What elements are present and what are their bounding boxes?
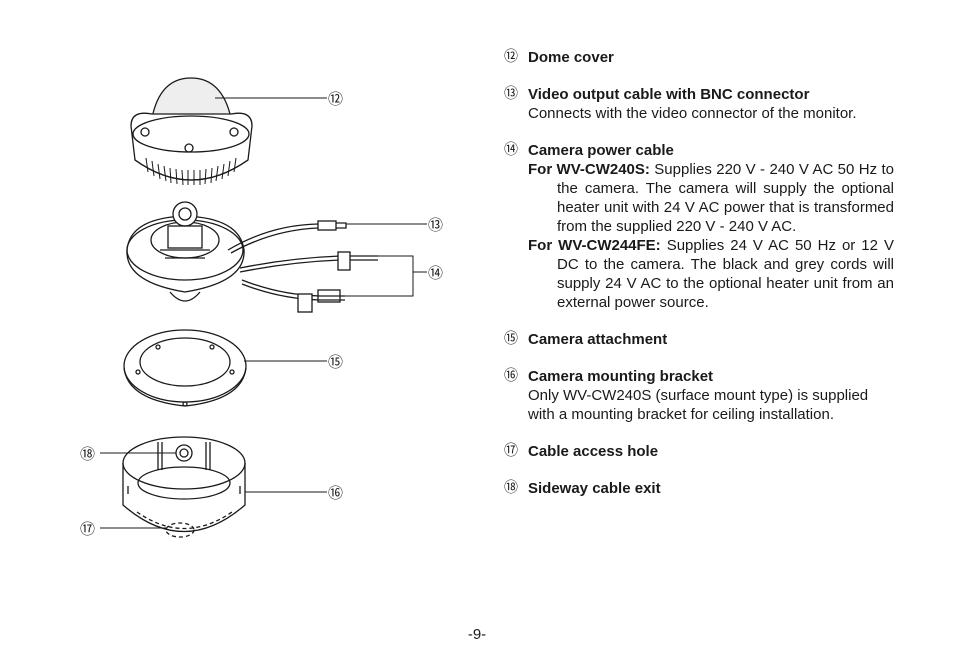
camera-attachment-illustration [123, 329, 247, 407]
item-cable-access-hole: ⑰ Cable access hole [504, 442, 894, 461]
item-title: Camera power cable [528, 142, 674, 159]
cables-illustration [227, 220, 378, 313]
item-number: ⑭ [504, 142, 518, 158]
item-number: ⑮ [504, 331, 518, 347]
item-camera-power-cable: ⑭ Camera power cable For WV-CW240S: Supp… [504, 141, 894, 312]
callout-16: ⑯ [328, 484, 343, 502]
item-sideway-cable-exit: ⑱ Sideway cable exit [504, 479, 894, 498]
item-camera-attachment: ⑮ Camera attachment [504, 330, 894, 349]
item-number: ⑫ [504, 49, 518, 65]
item-title: Dome cover [528, 49, 614, 66]
callout-18: ⑱ [80, 445, 95, 463]
leader-lines [100, 97, 427, 529]
item-number: ⑬ [504, 86, 518, 102]
item-camera-mounting-bracket: ⑯ Camera mounting bracket Only WV-CW240S… [504, 367, 894, 424]
power-spec-wv-cw244fe: For WV-CW244FE: Supplies 24 V AC 50 Hz o… [528, 236, 894, 312]
item-title: Camera mounting bracket [528, 368, 714, 385]
item-dome-cover: ⑫ Dome cover [504, 48, 894, 67]
camera-body-illustration [126, 201, 245, 302]
item-number: ⑰ [504, 443, 518, 459]
callout-13: ⑬ [428, 216, 443, 234]
item-title: Cable access hole [528, 443, 659, 460]
item-number: ⑱ [504, 480, 518, 496]
model-label: For WV-CW244FE: [528, 237, 661, 254]
item-title: Video output cable with BNC connector [528, 86, 810, 103]
item-video-output-cable: ⑬ Video output cable with BNC connector … [504, 85, 894, 123]
dome-cover-illustration [130, 77, 253, 186]
item-description: Connects with the video connector of the… [528, 105, 857, 122]
page-number: -9- [467, 626, 487, 643]
callout-12: ⑫ [328, 90, 343, 108]
mounting-bracket-illustration [122, 436, 246, 538]
item-title: Camera attachment [528, 331, 668, 348]
callout-15: ⑮ [328, 353, 343, 371]
item-number: ⑯ [504, 368, 518, 384]
item-title: Sideway cable exit [528, 480, 661, 497]
item-description: Only WV-CW240S (surface mount type) is s… [528, 387, 869, 423]
callout-14: ⑭ [428, 264, 443, 282]
parts-description-list: ⑫ Dome cover ⑬ Video output cable with B… [504, 48, 894, 516]
model-spec-text: Supplies 220 V - 240 V AC 50 Hz to the c… [557, 161, 894, 235]
model-spec-text: Supplies 24 V AC 50 Hz or 12 V DC to the… [557, 237, 895, 311]
model-label: For WV-CW240S: [528, 161, 650, 178]
callout-17: ⑰ [80, 520, 95, 538]
power-spec-wv-cw240s: For WV-CW240S: Supplies 220 V - 240 V AC… [528, 160, 894, 236]
